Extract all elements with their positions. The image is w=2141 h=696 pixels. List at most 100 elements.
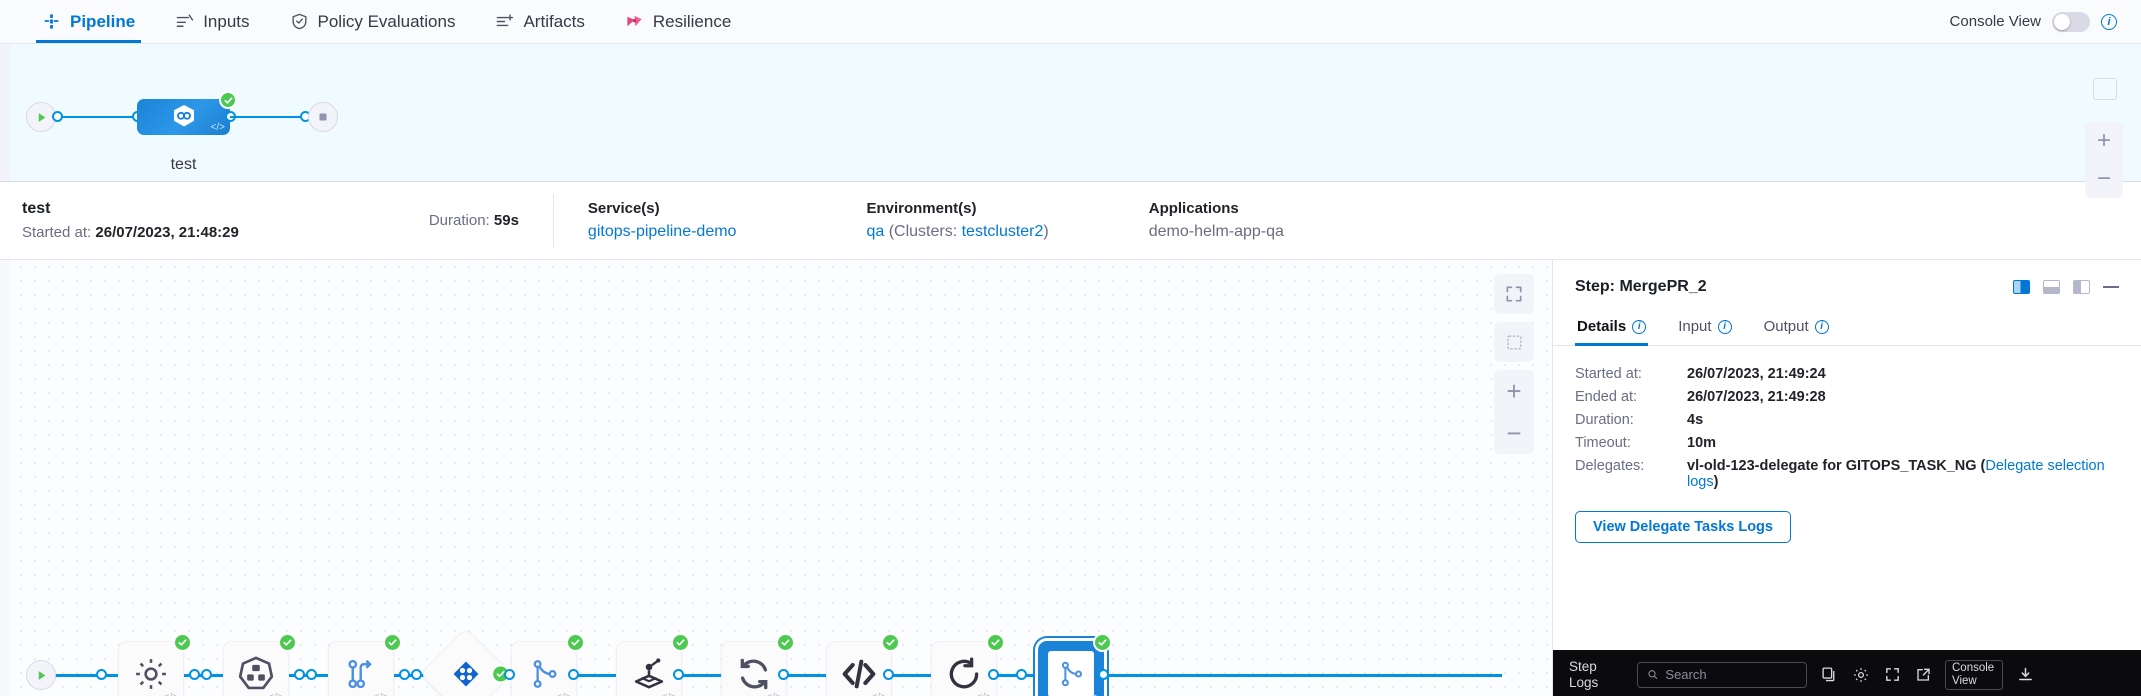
graph-step-update-release-repo[interactable]: </> Update Release Repo	[328, 633, 402, 696]
gitops-icon	[173, 105, 194, 127]
code-icon: </>	[767, 692, 781, 696]
view-delegate-tasks-logs-button[interactable]: View Delegate Tasks Logs	[1575, 511, 1791, 543]
canvas-zoom-out-button[interactable]: −	[1506, 418, 1522, 448]
tab-inputs[interactable]: Inputs	[155, 0, 269, 43]
tab-policy-evaluations[interactable]: Policy Evaluations	[270, 0, 476, 43]
detail-key: Ended at:	[1575, 389, 1638, 405]
fullscreen-icon[interactable]	[1884, 666, 1901, 683]
graph-start-node[interactable]	[26, 660, 56, 690]
info-icon[interactable]: i	[1717, 319, 1732, 334]
tab-output-label: Output	[1763, 318, 1809, 335]
graph-step-sync[interactable]: </> Sync	[721, 633, 795, 696]
info-icon[interactable]: i	[1632, 319, 1647, 334]
tab-details[interactable]: Details i	[1575, 312, 1649, 346]
service-value-link[interactable]: gitops-pipeline-demo	[587, 223, 737, 240]
copy-icon[interactable]	[1821, 666, 1838, 683]
graph-step-gitopsclusters[interactable]: </> GitopsClusters	[223, 633, 297, 696]
layout-bottom-icon[interactable]	[2043, 280, 2060, 294]
check-icon	[781, 639, 790, 646]
service-block: Service(s) gitops-pipeline-demo	[588, 200, 737, 241]
step-box[interactable]: </>	[931, 633, 1005, 696]
minimize-icon[interactable]	[2103, 286, 2119, 288]
started-label: Started at:	[22, 224, 92, 241]
graph-step-merge-pr[interactable]: </> Merge PR	[511, 633, 585, 696]
step-box[interactable]: </>	[826, 633, 900, 696]
selection-box-icon	[1506, 334, 1522, 350]
execution-info-bar: test Started at: 26/07/2023, 21:48:29 Du…	[0, 182, 2141, 260]
minimap-selection-box-icon[interactable]	[2093, 78, 2117, 100]
graph-step-service[interactable]: </> Service	[118, 633, 192, 696]
detail-value: 26/07/2023, 21:49:24	[1687, 366, 1826, 382]
detail-value: 26/07/2023, 21:49:28	[1687, 389, 1826, 405]
log-search-input[interactable]	[1665, 667, 1797, 683]
environment-block: Environment(s) qa (Clusters: testcluster…	[866, 200, 1048, 241]
tab-artifacts[interactable]: Artifacts	[475, 0, 604, 43]
logs-console-view-button[interactable]: Console View	[1945, 660, 2003, 690]
pipeline-graph-canvas[interactable]: </> Service </> GitopsClusters </>	[0, 260, 1553, 696]
step-box[interactable]: </>	[721, 633, 795, 696]
detail-key: Timeout:	[1575, 435, 1631, 451]
nav-right-controls: Console View i	[1950, 0, 2141, 43]
detail-value: 4s	[1687, 412, 1704, 428]
tab-artifacts-label: Artifacts	[523, 11, 585, 31]
check-icon	[388, 639, 397, 646]
status-badge-success	[278, 633, 297, 652]
check-icon	[283, 639, 292, 646]
gear-icon[interactable]	[1852, 666, 1870, 684]
fullscreen-glyph	[1886, 668, 1899, 682]
tab-output[interactable]: Output i	[1762, 312, 1831, 345]
minimap-zoom-in-button[interactable]: +	[2096, 127, 2111, 154]
step-box[interactable]: </>	[511, 633, 585, 696]
minimap-zoom-out-button[interactable]: −	[2096, 165, 2111, 192]
tab-pipeline-label: Pipeline	[70, 11, 136, 31]
layout-left-icon[interactable]	[2073, 280, 2090, 294]
tab-input[interactable]: Input i	[1676, 312, 1733, 345]
info-icon[interactable]: i	[1814, 319, 1829, 334]
graph-step-mergepr-2[interactable]: </> MergePR_2	[1038, 633, 1112, 696]
graph-port	[306, 669, 317, 680]
canvas-selection-box-button[interactable]	[1494, 322, 1534, 362]
approval-icon	[453, 661, 479, 687]
minimap-end-node[interactable]	[308, 102, 338, 132]
canvas-fullscreen-button[interactable]	[1494, 274, 1534, 314]
console-view-toggle[interactable]	[2052, 11, 2090, 32]
layout-split-icon[interactable]	[2013, 280, 2030, 294]
step-box[interactable]: </>	[616, 633, 690, 696]
step-box-selected[interactable]: </>	[1038, 633, 1112, 696]
step-box[interactable]: </>	[118, 633, 192, 696]
minimap-stage-test[interactable]: </>	[137, 91, 237, 135]
canvas-zoom-controls: + −	[1494, 370, 1534, 454]
pipeline-icon	[42, 12, 61, 31]
graph-step-revertpr-1[interactable]: </> RevertPR_1	[931, 633, 1005, 696]
graph-port	[189, 669, 200, 680]
info-icon[interactable]: i	[2101, 13, 2117, 30]
service-label: Service(s)	[587, 200, 660, 217]
check-icon	[571, 639, 580, 646]
execution-name: test	[22, 200, 51, 217]
play-icon	[38, 112, 45, 122]
graph-step-fetch-linked-apps[interactable]: </> Fetch linked apps	[616, 633, 690, 696]
minimap-start-node[interactable]	[26, 102, 56, 132]
delegate-selection-logs-link[interactable]: Delegate selection logs	[1687, 458, 2105, 490]
graph-step-shellscript-1[interactable]: </> ShellScript_1	[826, 633, 900, 696]
step-box[interactable]: </>	[223, 633, 297, 696]
step-box[interactable]	[419, 627, 513, 696]
code-icon: </>	[557, 692, 571, 696]
revert-pr-icon	[949, 657, 979, 689]
environment-link[interactable]: qa	[866, 223, 885, 240]
code-icon: </>	[872, 692, 886, 696]
tab-resilience[interactable]: Resilience	[605, 0, 751, 43]
log-search-box[interactable]	[1637, 661, 1807, 688]
open-external-icon[interactable]	[1915, 667, 1931, 683]
graph-port	[1098, 669, 1109, 680]
canvas-zoom-in-button[interactable]: +	[1506, 376, 1522, 406]
graph-port	[1016, 669, 1027, 680]
delegates-text: vl-old-123-delegate for GITOPS_TASK_NG (	[1687, 458, 1986, 474]
step-logs-console: Step Logs Console View	[1553, 650, 2141, 696]
download-icon[interactable]	[2017, 666, 2034, 683]
cluster-link[interactable]: testcluster2	[961, 223, 1044, 240]
tab-pipeline[interactable]: Pipeline	[22, 0, 155, 43]
graph-step-harness-approval[interactable]: Harness Approval	[419, 627, 513, 696]
step-box[interactable]: </>	[328, 633, 402, 696]
code-icon: </>	[662, 692, 676, 696]
